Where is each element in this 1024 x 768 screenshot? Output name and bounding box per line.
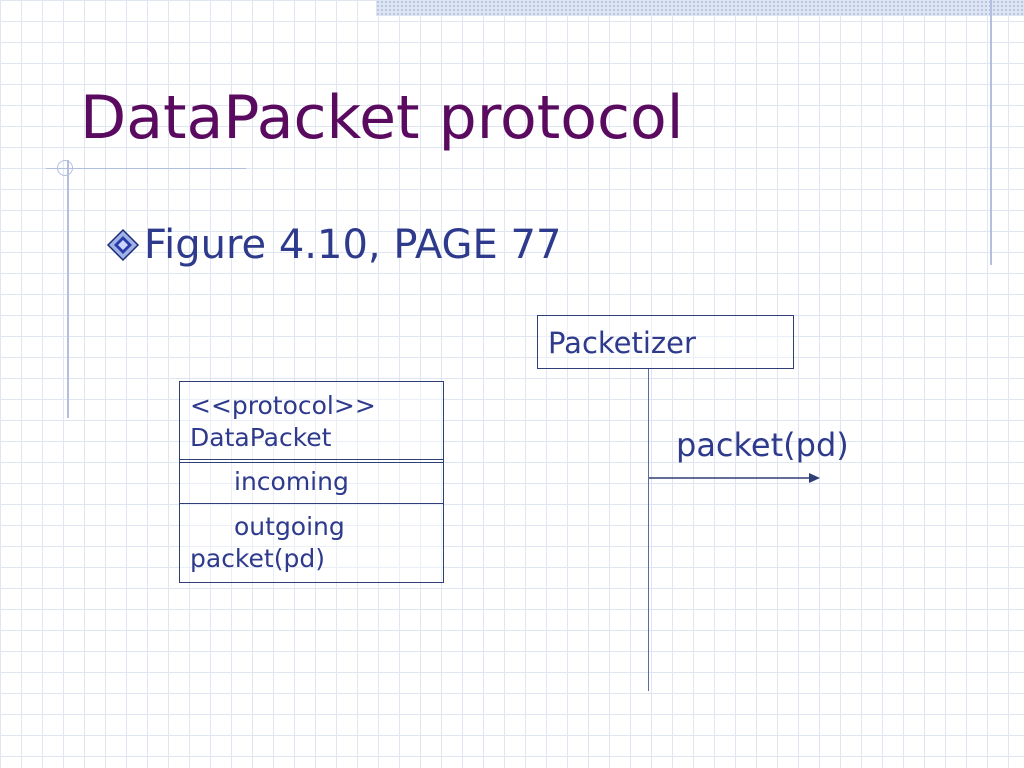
message-arrow xyxy=(649,473,820,483)
top-decor-bar xyxy=(376,0,1024,16)
title-underline-decor xyxy=(46,168,246,169)
packetizer-lifeline xyxy=(648,369,649,691)
protocol-stereotype: <<protocol>> xyxy=(190,391,376,420)
protocol-divider xyxy=(180,459,443,460)
bullet-text: Figure 4.10, PAGE 77 xyxy=(144,222,562,268)
bullet-item: Figure 4.10, PAGE 77 xyxy=(106,222,561,268)
message-label: packet(pd) xyxy=(676,426,849,464)
packetizer-object-box: Packetizer xyxy=(537,315,794,369)
protocol-outgoing-message: packet(pd) xyxy=(190,544,325,573)
right-decor-line xyxy=(990,0,992,265)
left-decor-line xyxy=(67,160,69,418)
slide-title: DataPacket protocol xyxy=(80,83,684,153)
packetizer-label: Packetizer xyxy=(548,326,696,360)
protocol-class-box: <<protocol>> DataPacket incoming outgoin… xyxy=(179,381,444,583)
circle-decor xyxy=(57,160,73,176)
protocol-incoming-label: incoming xyxy=(234,467,349,496)
protocol-divider xyxy=(180,462,443,463)
protocol-outgoing-section: outgoing packet(pd) xyxy=(190,511,345,575)
protocol-name: DataPacket xyxy=(190,423,332,452)
diamond-bullet-icon xyxy=(106,228,140,262)
protocol-divider xyxy=(180,503,443,504)
protocol-header: <<protocol>> DataPacket xyxy=(190,390,376,454)
protocol-outgoing-label: outgoing xyxy=(234,512,345,541)
